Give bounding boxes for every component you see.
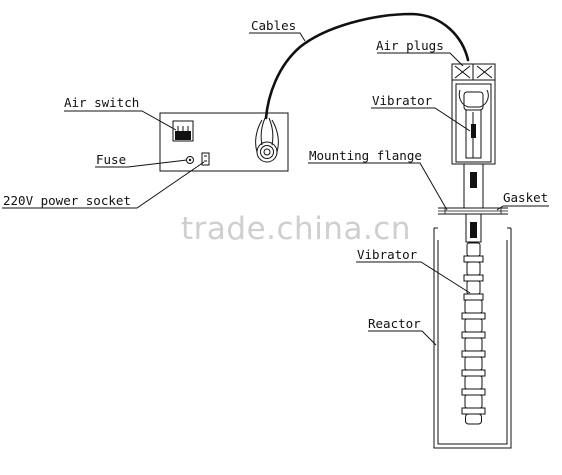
cable [264, 12, 470, 120]
label-reactor: Reactor [368, 316, 421, 331]
label-vibrator-bottom: Vibrator [357, 247, 418, 262]
rod-band [461, 388, 486, 396]
rod-band [461, 407, 486, 415]
label-mounting-flange: Mounting flange [309, 148, 422, 163]
label-air-switch: Air switch [64, 95, 139, 110]
rod-band [463, 293, 484, 301]
rod-segment [464, 299, 483, 314]
leader-lines [2, 32, 549, 346]
rod-segment [464, 375, 483, 390]
vibrator-housing [451, 63, 496, 209]
rod-band [463, 255, 484, 263]
rod-band [463, 274, 484, 282]
label-cables: Cables [251, 18, 296, 33]
rod-tip [465, 413, 482, 425]
rod-segment [464, 318, 483, 333]
rod-segment [464, 356, 483, 371]
rod-segment [464, 337, 483, 352]
label-vibrator-top: Vibrator [372, 93, 433, 108]
control-box [159, 112, 289, 172]
rod-band [461, 331, 486, 339]
power-socket-icon [201, 152, 210, 166]
vibrator-rod [461, 213, 486, 425]
rod-band [461, 369, 486, 377]
mounting-flange [438, 207, 508, 215]
rod-segment [464, 394, 483, 409]
reactor-vessel [433, 227, 512, 449]
rod-band [461, 312, 486, 320]
air-switch-icon [172, 120, 194, 142]
label-air-plugs: Air plugs [376, 38, 444, 53]
label-gasket: Gasket [503, 190, 548, 205]
rod-segment [466, 261, 481, 276]
label-fuse: Fuse [96, 152, 126, 167]
cable-gland-icon [255, 117, 279, 163]
rod-segment [466, 242, 481, 257]
watermark: trade.china.cn [181, 211, 411, 247]
rod-band [461, 350, 486, 358]
fuse-icon [186, 156, 194, 164]
label-power-socket: 220V power socket [3, 193, 131, 208]
